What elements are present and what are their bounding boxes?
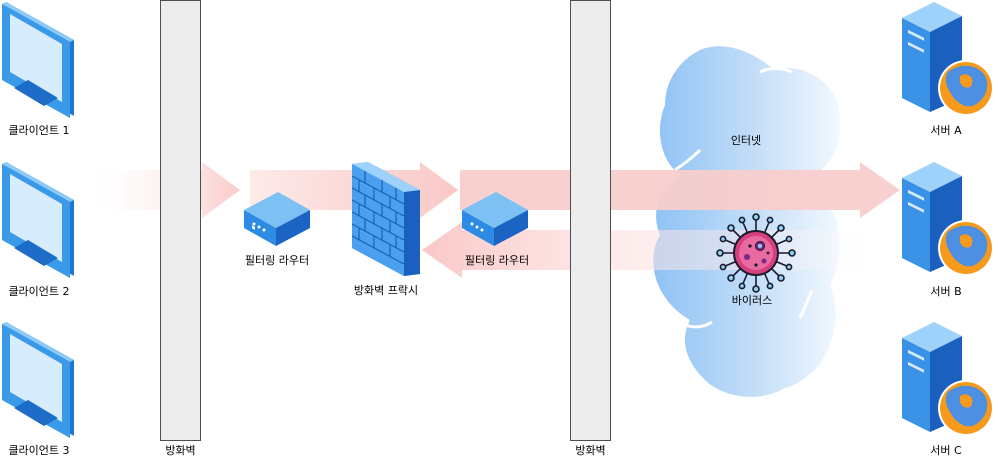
monitor-icon: [2, 2, 74, 118]
firewall-wall-right: [570, 0, 611, 441]
router-icon: [244, 192, 310, 246]
filtering-router-1: [242, 190, 312, 246]
firewall-proxy-label: 방화벽 프락시: [353, 284, 419, 297]
internet-label: 인터넷: [730, 134, 762, 147]
server-c-label: 서버 C: [930, 444, 962, 457]
client-3: [0, 322, 78, 438]
firewall-wall-right-label: 방화벽: [575, 444, 606, 457]
virus-icon: [716, 213, 796, 293]
server-c: [900, 322, 996, 436]
router-icon: [462, 192, 528, 246]
server-globe-icon: [902, 2, 994, 116]
virus-label: 바이러스: [731, 294, 773, 307]
client-2-label: 클라이언트 2: [8, 285, 70, 298]
firewall-wall-left-label: 방화벽: [165, 444, 196, 457]
client-2: [0, 162, 78, 278]
firewall-brick-icon: [351, 162, 420, 276]
client-1: [0, 2, 78, 118]
client-3-label: 클라이언트 3: [8, 444, 70, 457]
internet-cloud: [653, 46, 841, 397]
monitor-icon: [2, 322, 74, 438]
virus: [716, 213, 796, 293]
client-1-label: 클라이언트 1: [8, 124, 70, 137]
server-b: [900, 162, 996, 276]
filtering-router-2-label: 필터링 라우터: [464, 254, 530, 267]
server-a-label: 서버 A: [930, 124, 962, 137]
server-a: [900, 2, 996, 116]
firewall-wall-left: [160, 0, 201, 441]
filtering-router-1-label: 필터링 라우터: [244, 254, 310, 267]
monitor-icon: [2, 162, 74, 278]
firewall-proxy: [350, 162, 422, 276]
server-b-label: 서버 B: [930, 285, 962, 298]
server-globe-icon: [902, 322, 994, 436]
server-globe-icon: [902, 162, 994, 276]
filtering-router-2: [460, 190, 530, 246]
